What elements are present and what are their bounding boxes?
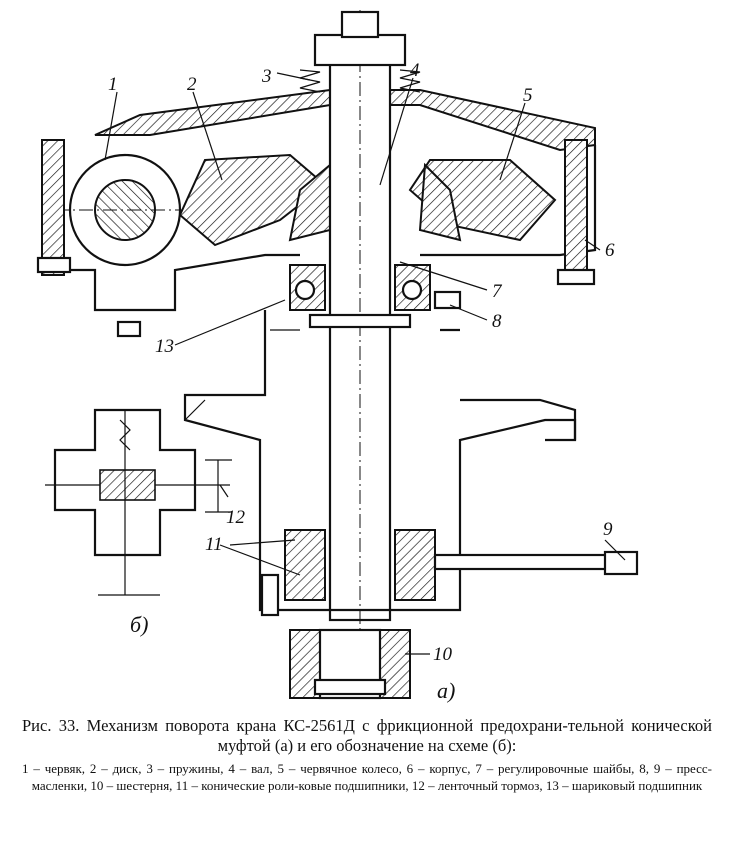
leader-lines [104, 72, 626, 655]
callout-3: 3 [261, 66, 272, 87]
ball-bearing-13 [294, 279, 316, 301]
callout-9: 9 [603, 519, 613, 540]
callout-1: 1 [108, 74, 118, 95]
roller-bearings-11 [284, 529, 326, 601]
right-bolt [564, 139, 588, 281]
callout-6: 6 [605, 240, 615, 261]
caption-legend: 1 – червяк, 2 – диск, 3 – пружины, 4 – в… [22, 761, 712, 793]
left-bolt [41, 139, 65, 276]
caption-title: Рис. 33. Механизм поворота крана КС-2561… [22, 716, 712, 755]
subfigure-label-b: б) [130, 612, 148, 637]
top-nut [313, 33, 407, 67]
schematic-view-b [45, 408, 232, 596]
callout-10: 10 [433, 644, 453, 665]
figure-caption: Рис. 33. Механизм поворота крана КС-2561… [22, 716, 712, 794]
callout-2: 2 [187, 74, 197, 95]
sectional-view-a [36, 10, 639, 700]
grease-fitting-9 [433, 553, 612, 571]
callout-8: 8 [492, 311, 502, 332]
schematic-outline [53, 408, 197, 557]
callout-13: 13 [155, 336, 174, 357]
callout-7: 7 [492, 281, 503, 302]
grease-fitting-8 [433, 290, 462, 310]
disc-2 [178, 153, 327, 247]
callout-5: 5 [523, 85, 533, 106]
callout-11: 11 [205, 534, 223, 555]
outlet-flange [460, 398, 577, 440]
callout-4: 4 [410, 60, 420, 81]
subfigure-label-a: а) [437, 678, 455, 703]
mechanism-drawing: 1 2 3 4 5 6 7 8 9 10 11 12 13 а) б) [36, 10, 639, 703]
callout-12: 12 [226, 507, 246, 528]
